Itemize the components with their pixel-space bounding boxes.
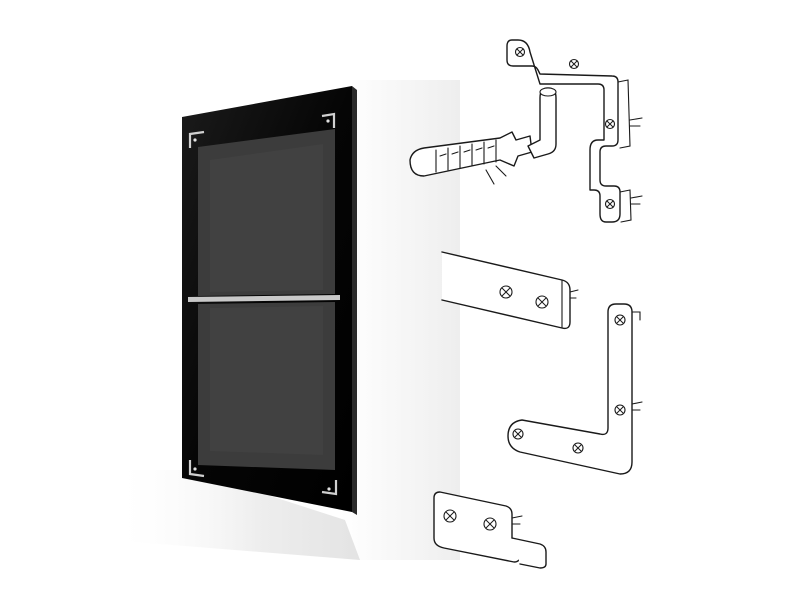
offset-bracket [506,39,643,223]
small-angle-bracket [433,491,547,569]
panel-middle-rail [188,295,340,302]
wall-anchor-hook [409,87,557,185]
flat-bar [441,251,579,330]
framed-black-panel [182,86,357,515]
l-bracket [507,303,643,475]
corner-clip-icon [188,112,338,496]
